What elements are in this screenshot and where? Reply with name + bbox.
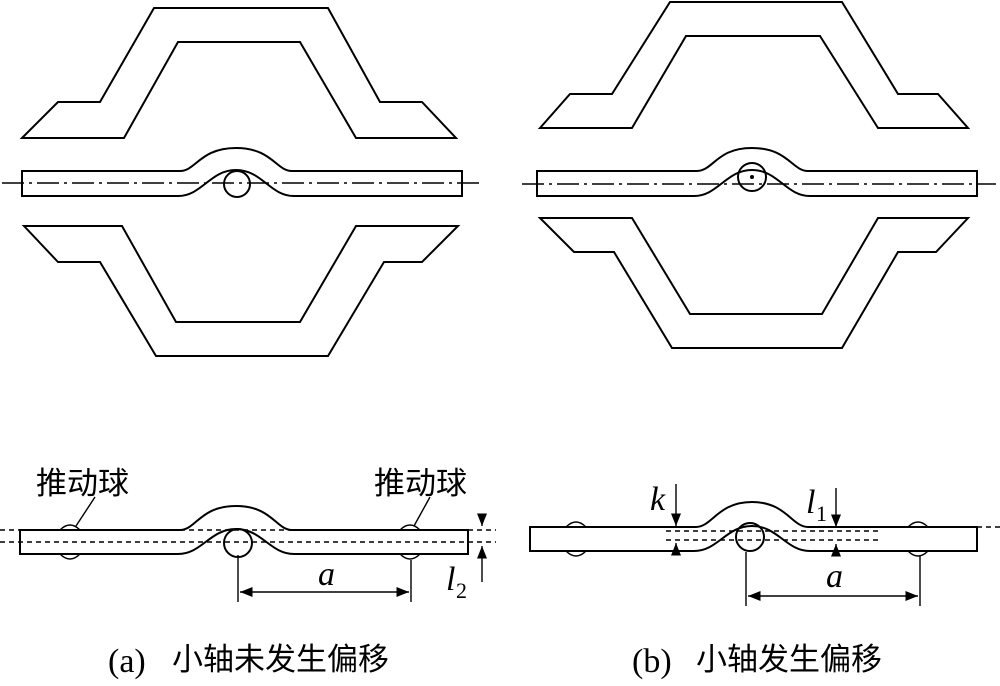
panel-b-housing-bottom <box>537 217 971 349</box>
panel-a-dim-l: l <box>446 561 455 598</box>
panel-b-dim-a: a <box>826 558 843 595</box>
panel-a-dim-a: a <box>318 556 335 593</box>
panel-a-caption-prefix: (a) <box>108 643 146 680</box>
panel-b-caption-prefix: (b) <box>632 643 672 680</box>
push-ball-label-right: 推动球 <box>374 466 467 502</box>
panel-a-shaft <box>2 146 480 198</box>
panel-b-dim-l-sub: 1 <box>816 501 827 526</box>
panel-b-dim-l: l <box>806 484 815 521</box>
panel-a-detail <box>0 496 496 602</box>
panel-a-dim-l-sub: 2 <box>456 578 467 603</box>
panel-b-caption: 小轴发生偏移 <box>696 642 882 678</box>
panel-a-caption: 小轴未发生偏移 <box>172 642 389 678</box>
panel-b-dim-k: k <box>650 481 666 518</box>
panel-a-housing-bottom <box>21 225 461 357</box>
push-ball-label-left: 推动球 <box>36 466 129 502</box>
panel-b-detail <box>529 484 1000 606</box>
panel-b-shaft <box>522 146 996 197</box>
panel-b-housing-top <box>537 1 971 129</box>
panel-a-housing-top <box>19 7 459 139</box>
